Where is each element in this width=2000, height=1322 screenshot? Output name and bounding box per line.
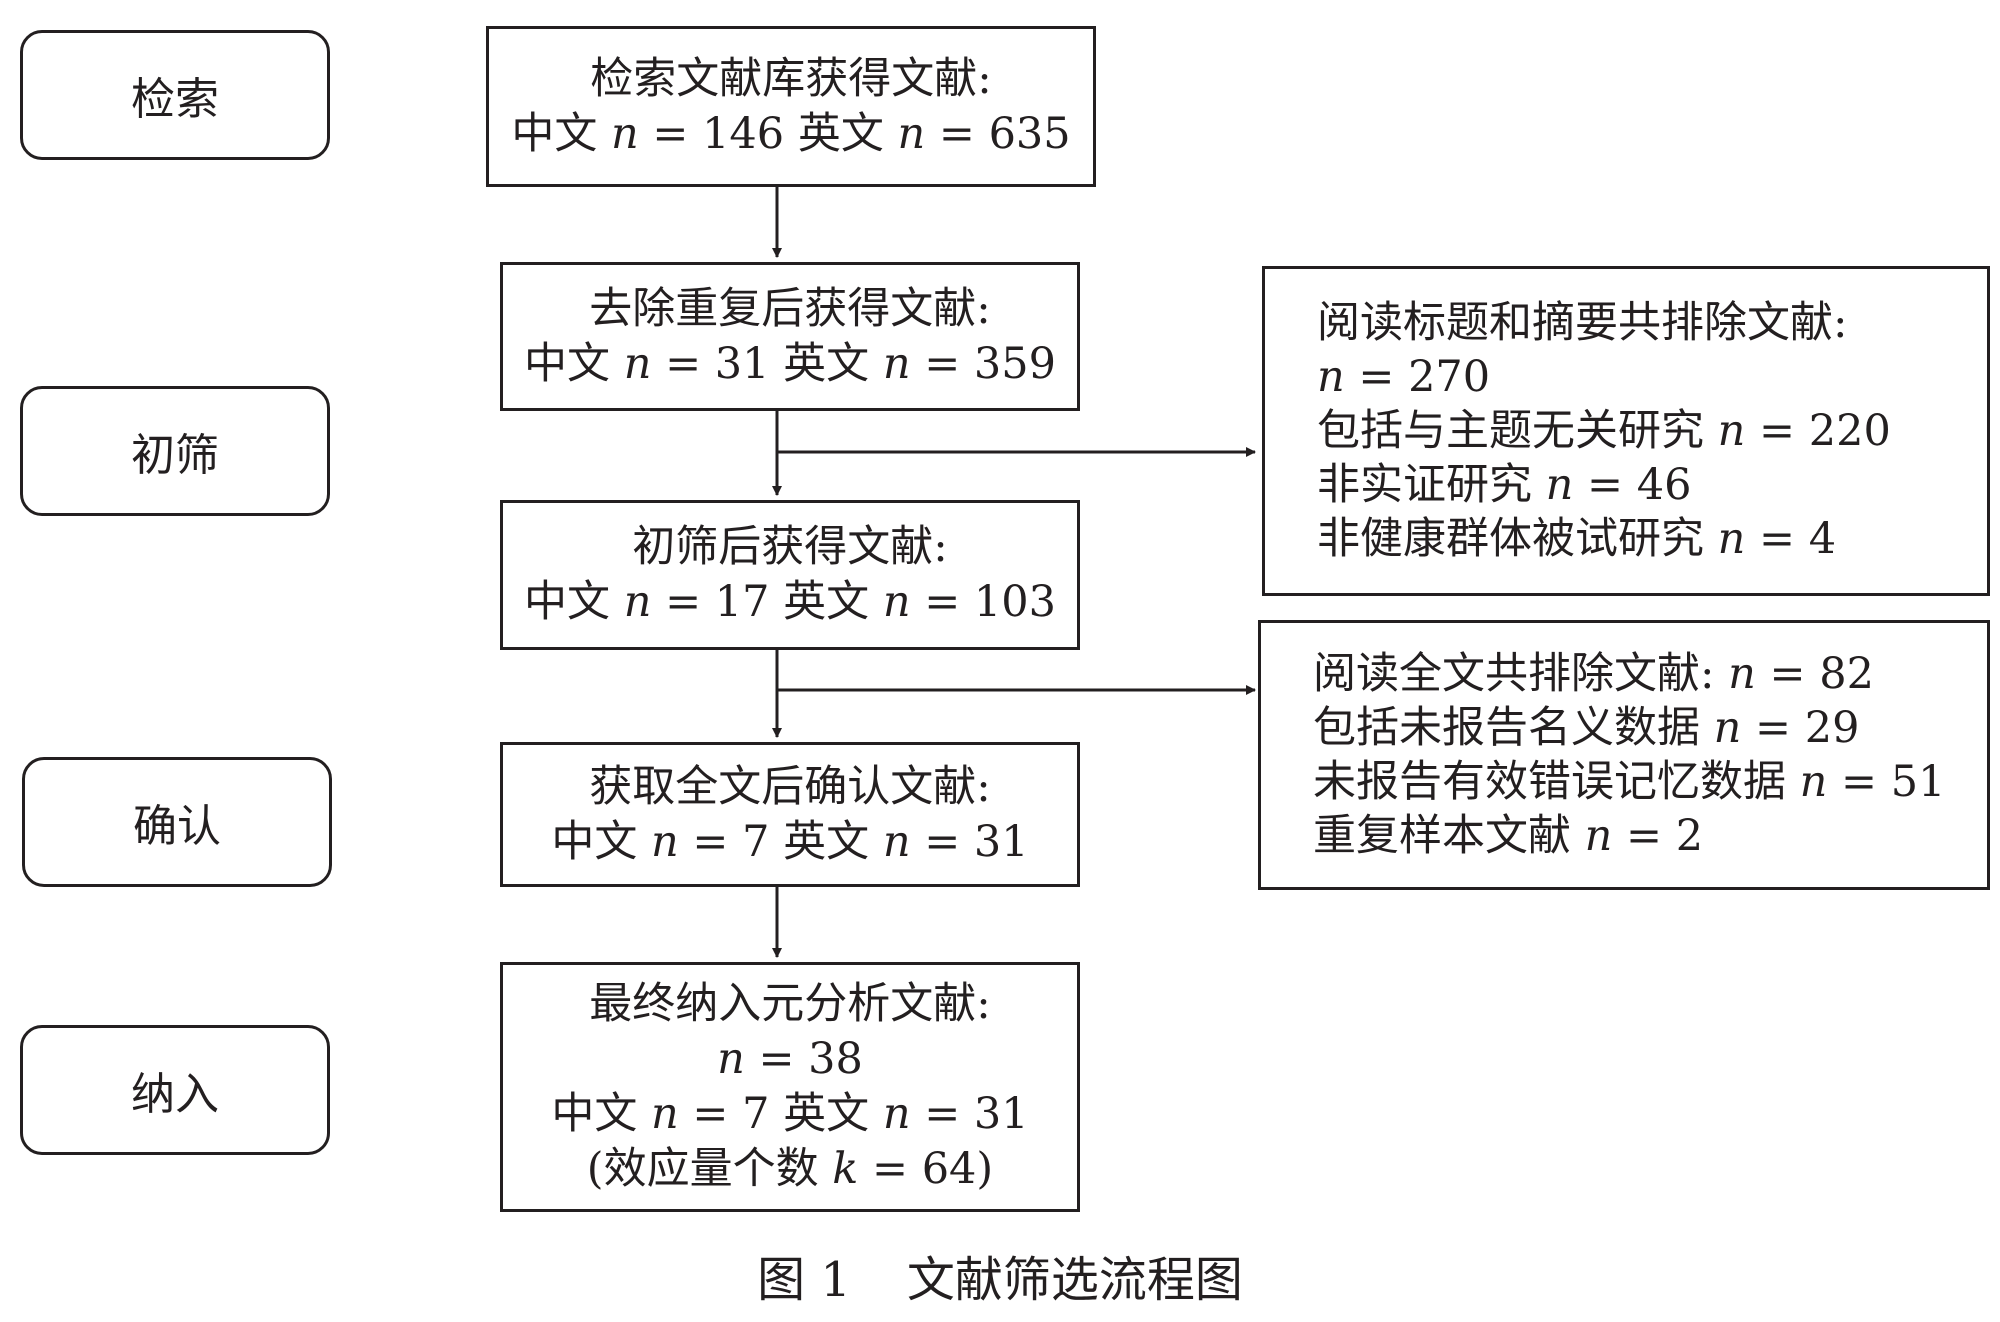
retrieved-heading: 检索文献库获得文献: (590, 53, 992, 104)
stage-confirm: 确认 (22, 757, 332, 887)
title-exclusion-reason: 非实证研究 n = 46 (1317, 460, 1692, 510)
title-exclusion-reason: 包括与主题无关研究 n = 220 (1317, 406, 1891, 456)
fulltext-box: 获取全文后确认文献: 中文 n = 7 英文 n = 31 (500, 742, 1080, 887)
fulltext-exclusion-reason: 重复样本文献 n = 2 (1313, 811, 1704, 861)
fulltext-heading: 获取全文后确认文献: (589, 761, 991, 812)
stage-screen-label: 初筛 (131, 430, 219, 481)
stage-include: 纳入 (20, 1025, 330, 1155)
final-counts: 中文 n = 7 英文 n = 31 (551, 1089, 1029, 1139)
final-total: n = 38 (717, 1034, 863, 1084)
figure-caption: 图 1 文献筛选流程图 (0, 1250, 2000, 1310)
dedup-heading: 去除重复后获得文献: (589, 283, 991, 334)
fulltext-exclusion-reason: 包括未报告名义数据 n = 29 (1313, 703, 1860, 753)
stage-confirm-label: 确认 (133, 801, 221, 852)
title-exclusion-total: n = 270 (1317, 352, 1491, 402)
stage-include-label: 纳入 (131, 1069, 219, 1120)
fulltext-exclusion-reason: 未报告有效错误记忆数据 n = 51 (1313, 757, 1946, 807)
final-heading: 最终纳入元分析文献: (589, 979, 991, 1029)
stage-search: 检索 (20, 30, 330, 160)
title-exclusion-heading: 阅读标题和摘要共排除文献: (1317, 298, 1848, 348)
title-abstract-exclusion-box: 阅读标题和摘要共排除文献: n = 270 包括与主题无关研究 n = 220 … (1262, 266, 1990, 596)
dedup-box: 去除重复后获得文献: 中文 n = 31 英文 n = 359 (500, 262, 1080, 411)
figure-title: 文献筛选流程图 (906, 1252, 1243, 1308)
fulltext-counts: 中文 n = 7 英文 n = 31 (551, 816, 1029, 867)
screened-box: 初筛后获得文献: 中文 n = 17 英文 n = 103 (500, 500, 1080, 650)
full-text-exclusion-box: 阅读全文共排除文献: n = 82 包括未报告名义数据 n = 29 未报告有效… (1258, 620, 1990, 890)
screened-heading: 初筛后获得文献: (632, 522, 948, 572)
figure-number: 图 1 (757, 1252, 851, 1308)
title-exclusion-reason: 非健康群体被试研究 n = 4 (1317, 514, 1837, 564)
retrieved-box: 检索文献库获得文献: 中文 n = 146 英文 n = 635 (486, 26, 1096, 187)
retrieved-counts: 中文 n = 146 英文 n = 635 (511, 108, 1071, 159)
fulltext-exclusion-heading: 阅读全文共排除文献: n = 82 (1313, 649, 1874, 699)
stage-search-label: 检索 (131, 74, 219, 125)
final-box: 最终纳入元分析文献: n = 38 中文 n = 7 英文 n = 31 (效应… (500, 962, 1080, 1212)
screened-counts: 中文 n = 17 英文 n = 103 (524, 577, 1056, 627)
final-effect-count: (效应量个数 k = 64) (586, 1144, 994, 1194)
dedup-counts: 中文 n = 31 英文 n = 359 (524, 338, 1056, 389)
stage-screen: 初筛 (20, 386, 330, 516)
